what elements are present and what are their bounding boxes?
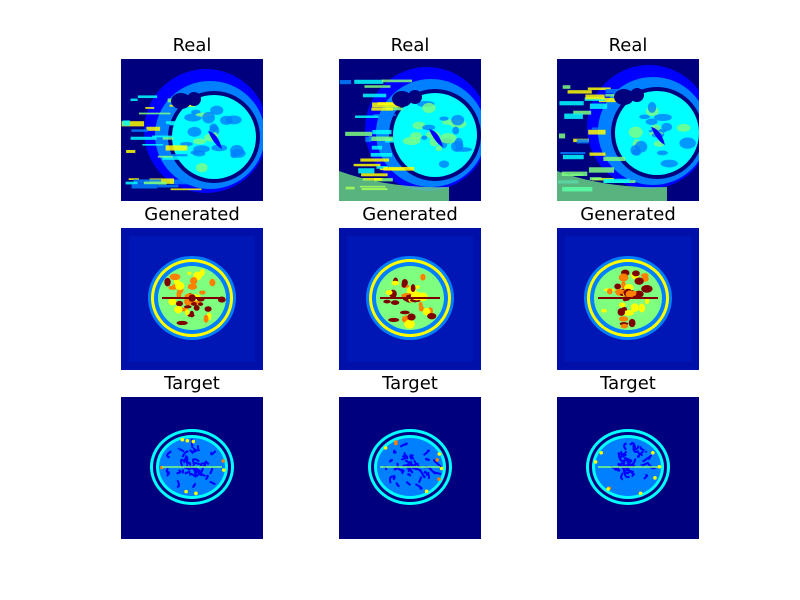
mri-image-generated-1 [121,228,263,370]
mri-image-target-3 [557,397,699,539]
mri-image-generated-3 [557,228,699,370]
panel-title: Target [600,373,656,394]
panel-title: Generated [362,204,458,225]
panel-title: Generated [144,204,240,225]
panel-title: Real [172,35,212,56]
mri-scan-drawing [557,228,699,370]
panel-title: Target [164,373,220,394]
mri-image-real-3 [557,59,699,201]
mri-scan-drawing [121,228,263,370]
mri-scan-drawing [339,397,481,539]
mri-scan-drawing [557,397,699,539]
mri-scan-drawing [121,59,263,201]
mri-image-target-2 [339,397,481,539]
panel-title: Generated [580,204,676,225]
mri-image-real-1 [121,59,263,201]
panel-title: Real [608,35,648,56]
mri-scan-drawing [557,59,699,201]
mri-image-real-2 [339,59,481,201]
mri-scan-drawing [121,397,263,539]
mri-scan-drawing [339,228,481,370]
mri-scan-drawing [339,59,481,201]
mri-image-target-1 [121,397,263,539]
panel-title: Real [390,35,430,56]
panel-title: Target [382,373,438,394]
mri-image-generated-2 [339,228,481,370]
